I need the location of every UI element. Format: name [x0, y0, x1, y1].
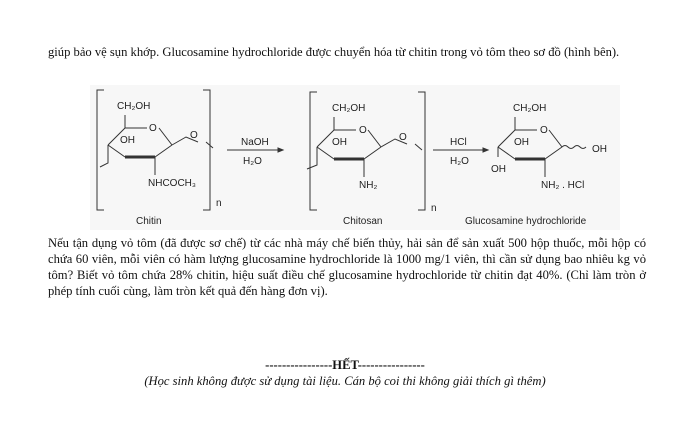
glucosamine-ch2oh: CH₂OH: [513, 103, 546, 114]
end-mark: ----------------HẾT----------------: [0, 358, 690, 373]
left-bracket-chitin: [96, 89, 104, 211]
glucosamine-label: Glucosamine hydrochloride: [465, 216, 587, 227]
naoh-label: NaOH: [241, 137, 269, 148]
chitosan-nh2: NH₂: [359, 180, 377, 191]
chitosan-ring-o: O: [359, 125, 367, 136]
chitin-n: n: [216, 198, 222, 209]
chitosan-oh: OH: [332, 137, 347, 148]
glucosamine-nh2-hcl: NH₂ . HCl: [541, 180, 584, 191]
glucosamine-ring: [497, 117, 587, 177]
h2o-label-1: H₂O: [243, 156, 262, 167]
chitosan-ch2oh: CH₂OH: [332, 103, 365, 114]
chitosan-bridge-o: O: [399, 132, 407, 143]
glucosamine-ring-o: O: [540, 125, 548, 136]
hcl-label: HCl: [450, 137, 467, 148]
chitosan-n: n: [431, 203, 437, 214]
right-bracket-chitin: [203, 89, 211, 211]
glucosamine-oh-c4: OH: [491, 164, 506, 175]
footer-note: (Học sinh không được sử dụng tài liệu. C…: [144, 374, 546, 388]
chitin-ch2oh: CH₂OH: [117, 101, 150, 112]
question-paragraph: Nếu tận dụng vỏ tôm (đã được sơ chế) từ …: [48, 236, 646, 298]
intro-paragraph: giúp bảo vệ sụn khớp. Glucosamine hydroc…: [48, 45, 620, 59]
chitin-ring: [99, 115, 214, 175]
chitin-oh: OH: [120, 135, 135, 146]
chitin-nhcoch3: NHCOCH₃: [148, 178, 196, 189]
reaction-scheme-diagram: CH₂OH OH O O NHCOCH₃ n Chitin NaOH H₂O C…: [90, 85, 620, 230]
chitin-ring-o: O: [149, 123, 157, 134]
chitin-bridge-o: O: [190, 130, 198, 141]
chitosan-label: Chitosan: [343, 216, 382, 227]
glucosamine-anomeric-oh: OH: [592, 144, 607, 155]
h2o-label-2: H₂O: [450, 156, 469, 167]
chitosan-ring: [306, 117, 423, 177]
glucosamine-oh-ring: OH: [514, 137, 529, 148]
chitin-label: Chitin: [136, 216, 162, 227]
end-mark-text: ----------------HẾT----------------: [265, 358, 425, 372]
